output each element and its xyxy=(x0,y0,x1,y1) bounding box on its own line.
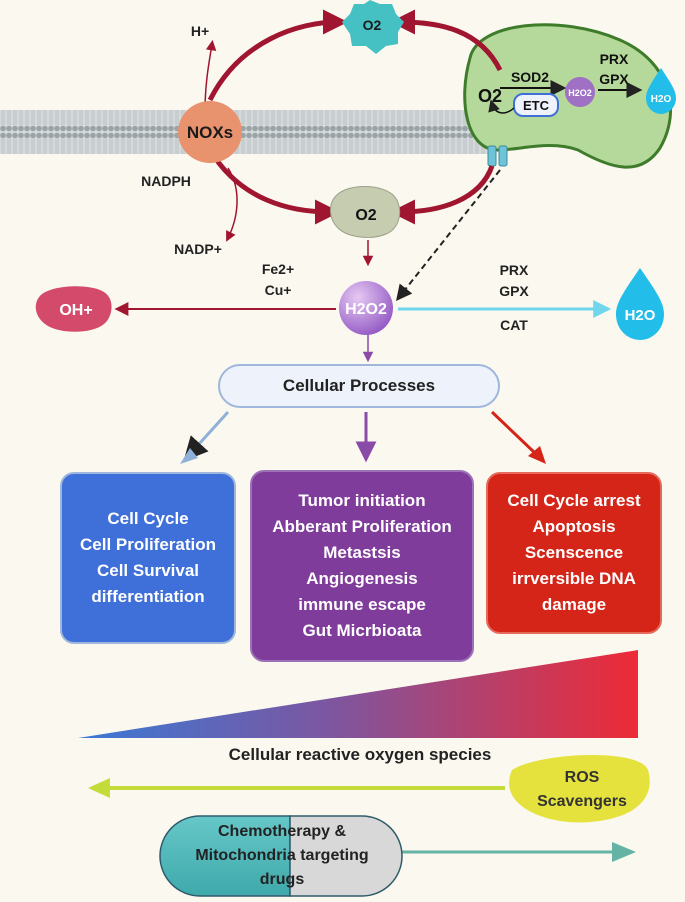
pill-line3: drugs xyxy=(260,871,305,888)
nadp-label: NADP+ xyxy=(174,241,222,257)
blue-outcome-box: Cell Cycle Cell Proliferation Cell Survi… xyxy=(60,472,236,644)
to-red-arrow xyxy=(490,410,538,456)
sod2-label: SOD2 xyxy=(511,69,549,85)
blue-item: Cell Proliferation xyxy=(79,535,217,554)
purple-item: Angiogenesis xyxy=(306,569,418,588)
pill-line1: Chemotherapy & xyxy=(218,823,346,840)
nox-label: NOXs xyxy=(187,123,233,142)
h-plus-label: H+ xyxy=(191,23,209,39)
red-item: Cell Cycle arrest xyxy=(507,491,641,510)
purple-item: Abberant Proliferation xyxy=(272,517,452,536)
oh-radical-blob xyxy=(35,286,112,332)
drug-arrow-head xyxy=(612,842,636,862)
purple-item: Metastsis xyxy=(323,543,401,562)
etc-label: ETC xyxy=(523,98,550,113)
mito-h2o2-label: H2O2 xyxy=(568,88,592,98)
scavengers-line2: Scavengers xyxy=(537,793,627,810)
etc-return-arrow xyxy=(488,99,515,114)
superoxide-label: O2 xyxy=(355,207,376,224)
red-item: Apoptosis xyxy=(532,517,616,536)
scavengers-line1: ROS xyxy=(565,769,600,786)
scavenger-arrow-head xyxy=(88,778,110,798)
nox-enzyme xyxy=(178,101,242,163)
cell-membrane xyxy=(0,110,490,154)
superoxide-blob xyxy=(330,186,401,238)
red-outcome-box: Cell Cycle arrest Apoptosis Scenscence i… xyxy=(486,472,662,634)
mito-gpx-label: GPX xyxy=(599,71,629,87)
blue-item: Cell Cycle xyxy=(107,509,189,528)
blue-item: Cell Survival xyxy=(96,561,200,580)
cellular-processes-box: Cellular Processes xyxy=(218,364,500,408)
nox-to-o2-arrow xyxy=(207,9,348,102)
h2o2-sphere xyxy=(339,281,393,335)
mito-to-superoxide-arrow xyxy=(390,165,495,225)
red-item: damage xyxy=(541,595,607,614)
cu-label: Cu+ xyxy=(265,282,292,298)
pill-line2: Mitochondria targeting xyxy=(195,847,368,864)
mito-h2o2-sphere xyxy=(565,77,595,107)
o2-molecule xyxy=(342,0,404,54)
purple-outcome-box: Tumor initiation Abberant Proliferation … xyxy=(250,470,474,662)
h2o2-label: H2O2 xyxy=(345,301,387,318)
etc-box xyxy=(513,93,559,117)
fe-label: Fe2+ xyxy=(262,261,294,277)
prx-label: PRX xyxy=(500,262,529,278)
purple-item: Tumor initiation xyxy=(298,491,426,510)
nadp-arrow xyxy=(226,167,238,242)
mito-to-h2o2-dashed-arrow xyxy=(396,169,501,302)
ros-gradient-label: Cellular reactive oxygen species xyxy=(229,745,492,764)
nadph-label: NADPH xyxy=(141,173,191,189)
ros-gradient-wedge xyxy=(78,650,638,738)
mito-superoxide-label: O2 xyxy=(478,86,502,106)
o2-label: O2 xyxy=(363,17,382,33)
mito-water-drop-icon xyxy=(646,68,676,114)
gpx-label: GPX xyxy=(499,283,529,299)
to-red-arrow-head xyxy=(528,446,546,464)
to-blue-arrow-head xyxy=(180,448,198,464)
purple-item: Gut Micrbioata xyxy=(302,621,422,640)
mito-h2o-label: H2O xyxy=(651,94,672,105)
cat-label: CAT xyxy=(500,317,528,333)
cellular-processes-label: Cellular Processes xyxy=(282,376,436,395)
red-item: Scenscence xyxy=(524,543,624,562)
mito-to-o2-arrow xyxy=(390,9,503,72)
purple-item: immune escape xyxy=(298,595,426,614)
to-blue-arrow xyxy=(183,410,230,462)
nox-to-superoxide-arrow xyxy=(207,148,340,225)
water-drop-icon xyxy=(616,268,664,340)
red-item: irrversible DNA xyxy=(512,569,636,588)
oh-label: OH+ xyxy=(59,302,92,319)
ros-scavengers-blob xyxy=(509,754,650,823)
mito-prx-label: PRX xyxy=(600,51,629,67)
blue-item: differentiation xyxy=(91,587,205,606)
h2o-label: H2O xyxy=(625,307,656,324)
drug-pill xyxy=(159,815,403,897)
